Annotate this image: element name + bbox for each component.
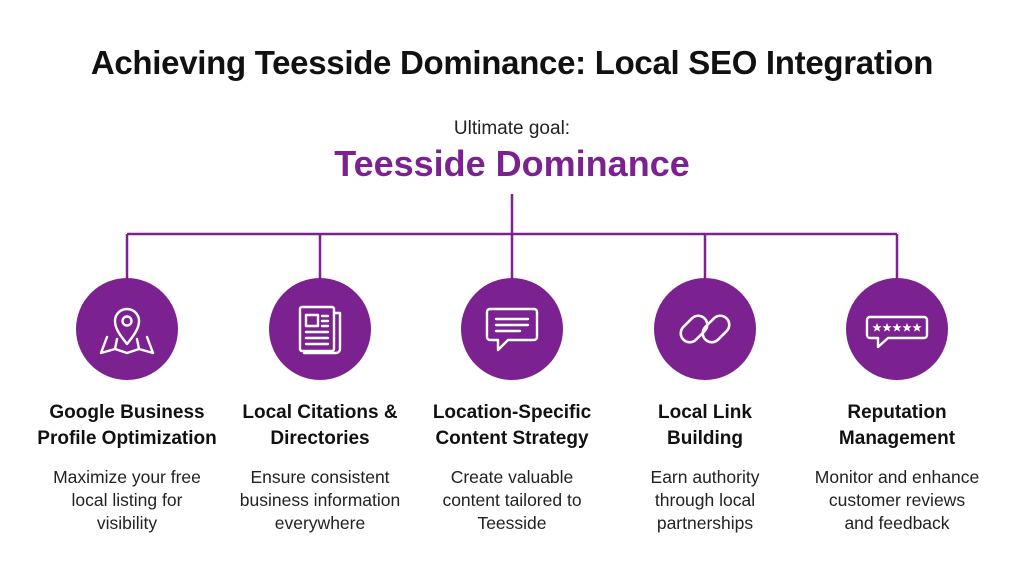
newspaper-icon — [298, 305, 342, 355]
map-pin-icon — [99, 307, 155, 355]
reputation-circle — [846, 278, 948, 380]
page-title: Achieving Teesside Dominance: Local SEO … — [90, 44, 934, 81]
item-title-local-citations: Local Citations &Directories — [242, 402, 398, 449]
local-link-circle — [654, 278, 756, 380]
star-review-icon — [865, 315, 929, 349]
location-content-circle — [461, 278, 563, 380]
goal-label: Ultimate goal: — [453, 118, 571, 139]
chain-link-icon — [679, 314, 731, 344]
google-business-circle — [76, 278, 178, 380]
speech-bubble-icon — [485, 307, 539, 352]
local-citations-circle — [269, 278, 371, 380]
goal-heading: Teesside Dominance — [334, 143, 690, 184]
